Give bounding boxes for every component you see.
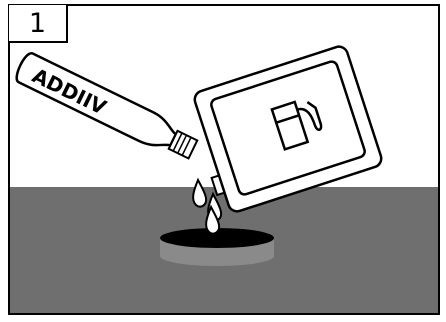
additive-bottle-icon: ADDIIV (13, 51, 200, 164)
filler-hole-icon (160, 228, 274, 266)
step-number: 1 (9, 5, 68, 43)
